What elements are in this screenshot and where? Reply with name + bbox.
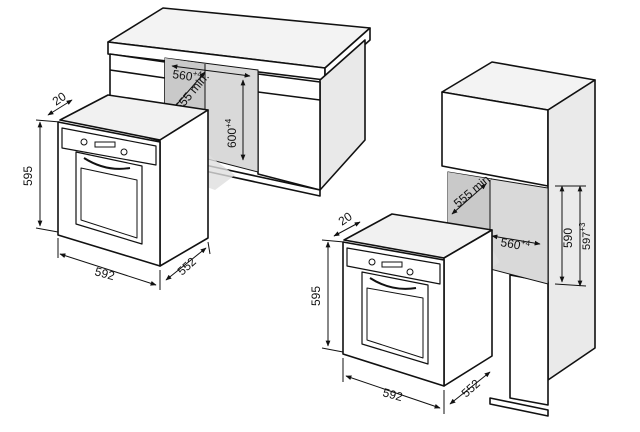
right-cabinet — [441, 61, 596, 417]
right-oven-width-label: 592 — [381, 385, 404, 404]
left-oven-width-label: 592 — [93, 264, 116, 283]
left-oven-offset-label: 20 — [50, 89, 69, 108]
left-niche-width-label: 560+4 — [172, 66, 204, 85]
right-oven-knobs — [368, 258, 414, 276]
left-niche-dimensions — [171, 64, 251, 161]
right-niche-width-label: 560+4 — [499, 234, 531, 254]
right-niche-dimensions — [451, 183, 587, 287]
right-niche-height-b-label: 597+3 — [578, 222, 593, 250]
right-oven-height-label: 595 — [309, 286, 323, 306]
right-oven-offset-label: 20 — [336, 209, 355, 228]
right-oven — [342, 213, 493, 387]
left-oven-height-label: 595 — [21, 166, 35, 186]
left-oven-dimensions — [35, 99, 211, 290]
left-niche-height-label: 600+4 — [224, 118, 239, 148]
left-oven-knobs — [80, 138, 128, 156]
left-oven-depth-label: 552 — [175, 254, 199, 278]
left-oven — [57, 94, 209, 267]
right-oven-dimensions — [321, 221, 491, 414]
right-niche-height-a-label: 590 — [561, 228, 575, 248]
